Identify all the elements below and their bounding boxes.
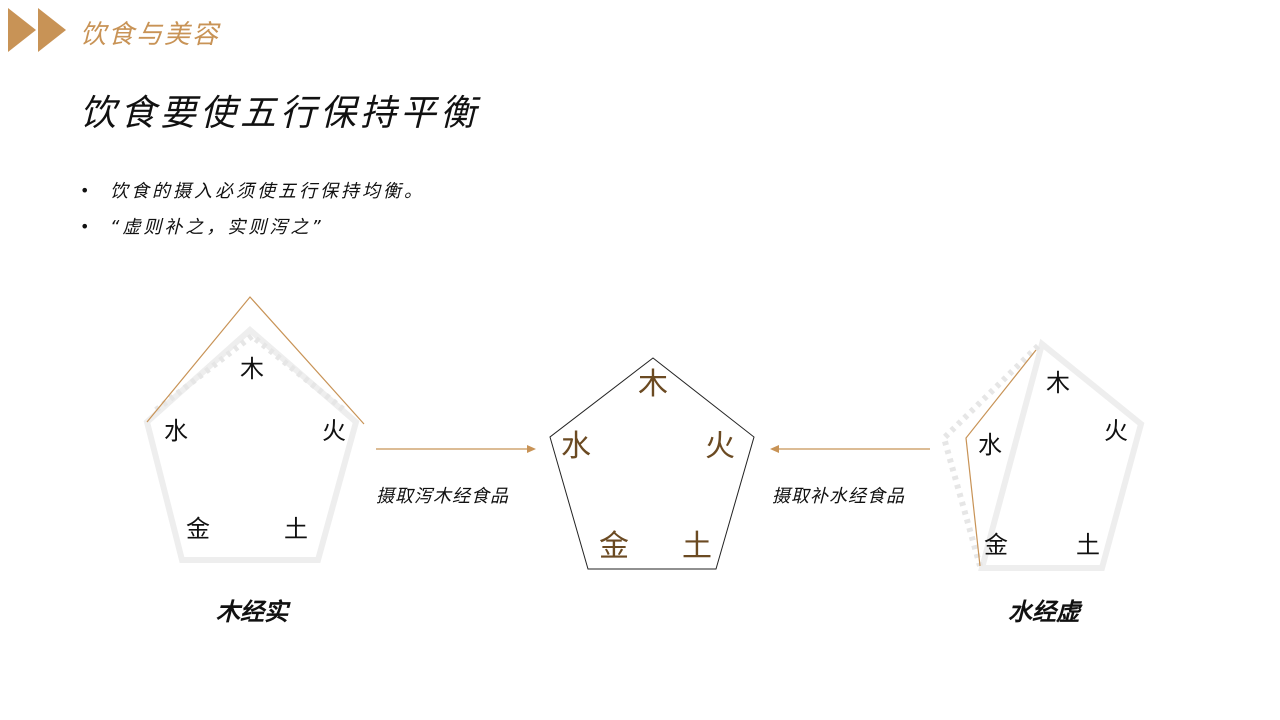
left-fire-label: 火	[322, 417, 346, 445]
left-pentagon-dotted	[154, 332, 346, 413]
bullet-text: 饮食的摄入必须使五行保持均衡。	[110, 181, 425, 202]
right-pentagon-gold	[965, 349, 1037, 567]
left-earth-label: 土	[284, 515, 308, 543]
left-arrow-head	[527, 445, 536, 453]
left-metal-label: 金	[186, 515, 210, 543]
bullet-dot: •	[80, 216, 93, 236]
center-metal-label: 金	[599, 529, 629, 564]
left-pentagon-gold	[146, 296, 365, 425]
left-water-label: 水	[164, 417, 188, 445]
page-title: 饮食要使五行保持平衡	[80, 93, 481, 134]
left-pentagon-outline	[143, 326, 360, 563]
right-water-label: 水	[978, 431, 1002, 459]
center-earth-label: 土	[682, 529, 712, 564]
center-pentagon	[549, 357, 755, 570]
right-caption: 水经虚	[1008, 598, 1080, 626]
right-metal-label: 金	[984, 531, 1008, 559]
center-fire-label: 火	[705, 429, 735, 464]
right-fire-label: 火	[1104, 417, 1128, 445]
bullet-text: “虚则补之，实则泻之”	[110, 217, 324, 238]
left-caption: 木经实	[216, 598, 288, 626]
right-arrow-head	[770, 445, 779, 453]
right-earth-label: 土	[1076, 531, 1100, 559]
right-wood-label: 木	[1046, 369, 1070, 397]
bullet-list: • 饮食的摄入必须使五行保持均衡。 • “虚则补之，实则泻之”	[80, 172, 425, 244]
bullet-dot: •	[80, 180, 93, 200]
bullet-item: • 饮食的摄入必须使五行保持均衡。	[80, 172, 425, 208]
section-title: 饮食与美容	[80, 20, 221, 50]
left-arrow-label: 摄取泻木经食品	[376, 486, 509, 507]
right-pentagon-outline	[978, 338, 1145, 571]
bullet-item: • “虚则补之，实则泻之”	[80, 208, 425, 244]
right-arrow-label: 摄取补水经食品	[772, 486, 905, 507]
left-wood-label: 木	[240, 355, 264, 383]
center-wood-label: 木	[638, 367, 668, 402]
center-water-label: 水	[561, 429, 591, 464]
double-triangle-play-icon	[8, 8, 66, 52]
